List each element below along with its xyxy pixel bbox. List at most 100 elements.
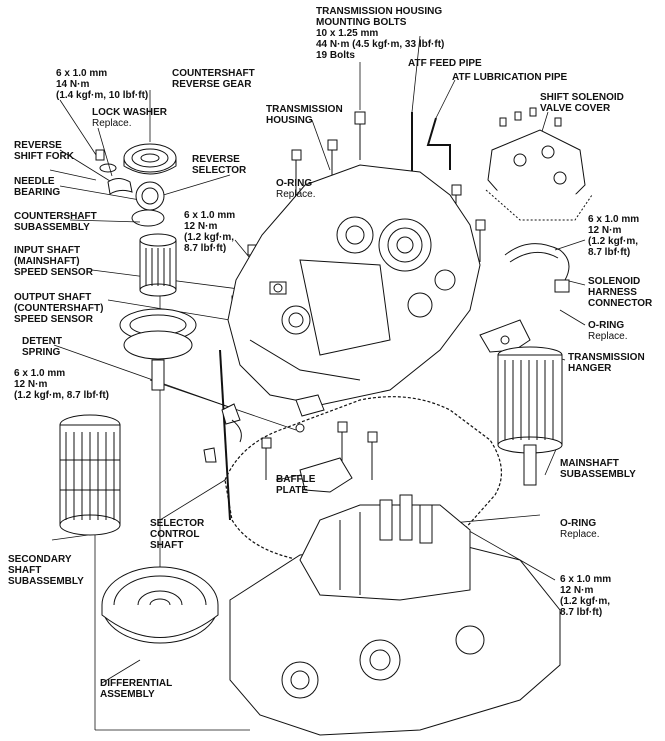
label-line: 8.7 lbf·ft) [184,243,227,254]
reverse-selector [131,181,165,227]
label-lock-washer: LOCK WASHER Replace. [92,107,167,129]
label-line: 6 x 1.0 mm [588,214,640,225]
label-line: DETENT [22,336,62,347]
label-line: REVERSE [14,140,62,151]
label-line: 14 N·m [56,79,90,90]
label-line: LOCK WASHER [92,107,167,118]
label-line: PLATE [276,485,309,496]
label-line: 19 Bolts [316,50,355,61]
differential [101,566,219,644]
label-line: CONTROL [150,529,200,540]
label-line: SHAFT [8,565,42,576]
label-line: O-RING [560,518,597,529]
countershaft-sub [119,233,197,391]
label-line: TRANSMISSION HOUSING [316,6,443,17]
lock-washer [95,149,117,173]
label-o-ring-right: O-RING Replace. [588,320,627,342]
label-atf-feed-pipe: ATF FEED PIPE [408,58,482,69]
label-line: REVERSE [192,154,240,165]
label-line: TRANSMISSION [568,352,645,363]
transmission-hanger [479,319,531,353]
label-line: SPEED SENSOR [14,267,93,278]
label-detent-spring: DETENT SPRING [22,336,62,358]
label-o-ring-top: O-RING Replace. [276,178,315,200]
secondary-shaft-sub [59,414,121,536]
label-line: DIFFERENTIAL [100,678,173,689]
label-line: Replace. [276,189,316,200]
label-line: SHAFT [150,540,184,551]
label-line: SELECTOR [192,165,247,176]
label-solenoid-connector: SOLENOID HARNESS CONNECTOR [588,276,652,309]
label-secondary-shaft-sub: SECONDARY SHAFT SUBASSEMBLY [8,554,84,587]
label-line: SUBASSEMBLY [560,469,636,480]
label-input-speed-sensor: INPUT SHAFT (MAINSHAFT) SPEED SENSOR [14,245,93,278]
label-selector-control-shaft: SELECTOR CONTROL SHAFT [150,518,204,551]
label-line: HANGER [568,363,612,374]
label-line: (1.2 kgf·m, [588,236,639,247]
label-line: BEARING [14,187,61,198]
label-line: O-RING [588,320,625,331]
label-line: 8.7 lbf·ft) [588,247,631,258]
label-line: 6 x 1.0 mm [56,68,108,79]
label-bolt-c: 6 x 1.0 mm 12 N·m (1.2 kgf·m, 8.7 lbf·ft… [588,214,639,258]
label-line: 12 N·m [560,585,594,596]
label-line: VALVE COVER [540,103,611,114]
label-line: 6 x 1.0 mm [560,574,612,585]
label-line: 44 N·m (4.5 kgf·m, 33 lbf·ft) [316,39,445,50]
label-differential: DIFFERENTIAL ASSEMBLY [100,678,172,700]
label-line: SUBASSEMBLY [14,222,90,233]
label-mainshaft-sub: MAINSHAFT SUBASSEMBLY [560,458,636,480]
label-line: HOUSING [266,115,313,126]
label-line: MOUNTING BOLTS [316,17,407,28]
label-bolt-e: 6 x 1.0 mm 12 N·m (1.2 kgf·m, 8.7 lbf·ft… [560,574,611,618]
label-line: ATF LUBRICATION PIPE [452,72,568,83]
label-line: COUNTERSHAFT [14,211,97,222]
label-line: (COUNTERSHAFT) [14,303,104,314]
label-line: (1.2 kgf·m, [560,596,611,607]
label-bolt-a: 6 x 1.0 mm 14 N·m (1.4 kgf·m, 10 lbf·ft) [56,68,148,101]
label-line: (1.4 kgf·m, 10 lbf·ft) [56,90,149,101]
selector-shaft [203,349,242,521]
label-line: SPEED SENSOR [14,314,93,325]
label-baffle-plate: BAFFLE PLATE [276,474,315,496]
label-line: SOLENOID [588,276,641,287]
label-atf-lube-pipe: ATF LUBRICATION PIPE [452,72,567,83]
label-line: TRANSMISSION [266,104,343,115]
label-line: (MAINSHAFT) [14,256,80,267]
solenoid-connector [504,243,570,293]
label-line: SELECTOR [150,518,205,529]
mainshaft-sub [497,346,563,486]
label-line: OUTPUT SHAFT [14,292,92,303]
solenoid-cover [485,107,593,221]
label-reverse-shift-fork: REVERSE SHIFT FORK [14,140,74,162]
label-transmission-housing: TRANSMISSION HOUSING [266,104,343,126]
label-transmission-hanger: TRANSMISSION HANGER [568,352,645,374]
label-reverse-selector: REVERSE SELECTOR [192,154,246,176]
label-needle-bearing: NEEDLE BEARING [14,176,60,198]
label-line: NEEDLE [14,176,55,187]
label-countershaft-sub: COUNTERSHAFT SUBASSEMBLY [14,211,97,233]
transmission-case [229,494,561,736]
label-line: Replace. [560,529,600,540]
label-line: MAINSHAFT [560,458,619,469]
label-line: INPUT SHAFT [14,245,81,256]
label-cs-reverse-gear: COUNTERSHAFT REVERSE GEAR [172,68,255,90]
label-line: Replace. [92,118,132,129]
label-line: 8.7 lbf·ft) [560,607,603,618]
label-line: SHIFT FORK [14,151,74,162]
label-line: (1.2 kgf·m, [184,232,235,243]
label-line: 12 N·m [14,379,48,390]
label-line: REVERSE GEAR [172,79,252,90]
label-line: SECONDARY [8,554,72,565]
label-line: CONNECTOR [588,298,653,309]
label-line: ASSEMBLY [100,689,155,700]
label-bolt-d: 6 x 1.0 mm 12 N·m (1.2 kgf·m, 8.7 lbf·ft… [14,368,109,401]
label-line: 12 N·m [588,225,622,236]
reverse-gear [123,143,177,175]
label-line: ATF FEED PIPE [408,58,482,69]
label-line: Replace. [588,331,628,342]
baffle-plate [299,457,353,493]
transmission-housing [227,164,481,406]
